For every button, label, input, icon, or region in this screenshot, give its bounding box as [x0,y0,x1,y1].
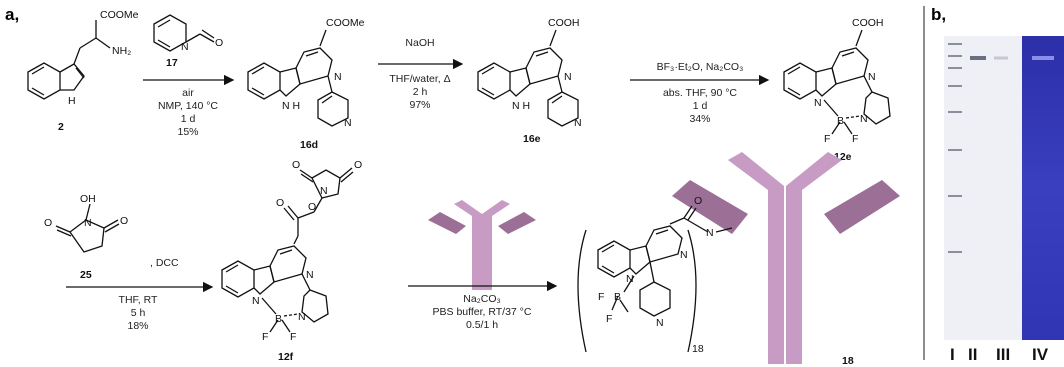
compound-12f-n: N [306,269,314,281]
compound-16e-pyr-n: N [574,117,582,129]
compound-2-nh: H [68,95,76,107]
svg-text:15%: 15% [177,126,198,138]
compound-12f-pyr-n: N [298,311,306,323]
conjugate-loading: 18 [692,343,704,355]
svg-text:34%: 34% [689,113,710,125]
compound-12f-f2: F [290,331,296,343]
compound-16e-nh: N H [512,100,530,112]
svg-text:THF/water, Δ: THF/water, Δ [389,73,450,85]
compound-12f-boron: B [275,313,282,325]
compound-12e-f2: F [852,133,858,145]
conjugate-f2: F [606,313,612,325]
conjugate-f1: F [598,291,604,303]
conjugate-18: O N N N B F F N 18 18 [577,152,900,367]
gel-lane-label-3: III [996,345,1010,364]
compound-12f-n-nhs: N [320,185,328,197]
conditions-step-3: BF₃·Et₂O, Na₂CO₃ abs. THF, 90 °C 1 d 34% [657,61,744,125]
compound-16d-ester: COOMe [326,17,365,29]
panel-a-label: a, [5,5,19,24]
gel-lane-label-2: II [968,345,977,364]
svg-text:abs. THF, 90 °C: abs. THF, 90 °C [663,87,737,99]
compound-17-label: 17 [166,57,178,69]
gel-lane-labels: I II III IV [950,345,1049,364]
compound-25-o2: O [120,215,128,227]
compound-12e-acid: COOH [852,17,884,29]
conditions-step-1: air NMP, 140 °C 1 d 15% [158,87,218,138]
compound-16d-pyr-n: N [344,117,352,129]
compound-16e-n: N [564,71,572,83]
compound-12f-indole-n: N [252,295,260,307]
svg-text:PBS buffer, RT/37 °C: PBS buffer, RT/37 °C [433,306,532,318]
compound-12f-f1: F [262,331,268,343]
antibody-large-icon [672,152,900,364]
compound-25-oh: OH [80,193,96,205]
compound-16d-label: 16d [300,139,318,151]
antibody-small-icon [428,200,536,290]
svg-text:2 h: 2 h [413,86,428,98]
compound-16e-label: 16e [523,133,541,145]
compound-12e-pyr-n: N [860,113,868,125]
gel-fluorescence-lane [1022,36,1064,340]
compound-25-structure [55,203,120,253]
compound-12f-o-ester: O [308,201,316,213]
conditions-step-5: Na₂CO₃ PBS buffer, RT/37 °C 0.5/1 h [433,293,532,331]
compound-2-amine: NH₂ [112,45,131,57]
gel-lane-label-4: IV [1032,345,1049,364]
conjugate-dye-structure [577,205,733,353]
compound-12f-structure [221,167,354,333]
conjugate-pyr-n: N [656,317,664,329]
svg-text:NMP, 140 °C: NMP, 140 °C [158,100,218,112]
compound-16d-structure [247,29,349,127]
compound-25-o1: O [44,217,52,229]
compound-12e-boron: B [837,115,844,127]
compound-2-structure [27,20,111,100]
svg-text:THF, RT: THF, RT [119,294,158,306]
conjugate-o: O [694,195,702,207]
svg-text:air: air [182,87,194,99]
conjugate-indole-n: N [626,273,634,285]
compound-12e-f1: F [824,133,830,145]
gel-ladder-bands [948,43,962,253]
compound-17-structure [153,14,215,52]
compound-2-label: 2 [58,121,64,133]
compound-12e-n: N [868,71,876,83]
compound-16d-n: N [334,71,342,83]
compound-16e-structure [477,29,579,127]
conjugate-boron: B [614,291,621,303]
compound-25-n: N [84,217,92,229]
svg-text:97%: 97% [409,99,430,111]
compound-12f-o1: O [292,159,300,171]
compound-12f-label: 12f [278,351,294,363]
conjugate-18-label: 18 [842,355,854,367]
conjugate-n: N [680,249,688,261]
compound-12f-o2: O [354,159,362,171]
conditions-step-2: NaOH THF/water, Δ 2 h 97% [389,37,450,111]
compound-17-n: N [181,41,189,53]
conjugate-nh: N [706,227,714,239]
reagent-dcc: , DCC [150,257,179,269]
compound-25-label: 25 [80,269,92,281]
svg-text:1 d: 1 d [693,100,708,112]
svg-text:0.5/1 h: 0.5/1 h [466,319,498,331]
svg-text:Na₂CO₃: Na₂CO₃ [463,293,501,305]
compound-12e-structure [783,29,891,135]
svg-text:NaOH: NaOH [405,37,434,49]
gel-lane-label-1: I [950,345,955,364]
svg-text:BF₃·Et₂O, Na₂CO₃: BF₃·Et₂O, Na₂CO₃ [657,61,744,73]
svg-text:1 d: 1 d [181,113,196,125]
compound-16d-nh: N H [282,100,300,112]
svg-text:18%: 18% [127,320,148,332]
svg-text:5 h: 5 h [131,307,146,319]
panel-b-label: b, [931,5,946,24]
compound-2-ester: COOMe [100,9,139,21]
compound-12f-o-carbonyl: O [276,197,284,209]
conditions-step-4: THF, RT 5 h 18% [119,294,158,332]
compound-12e-indole-n: N [814,97,822,109]
compound-16e-acid: COOH [548,17,580,29]
compound-17-o: O [215,37,223,49]
gel-image [944,36,1064,340]
